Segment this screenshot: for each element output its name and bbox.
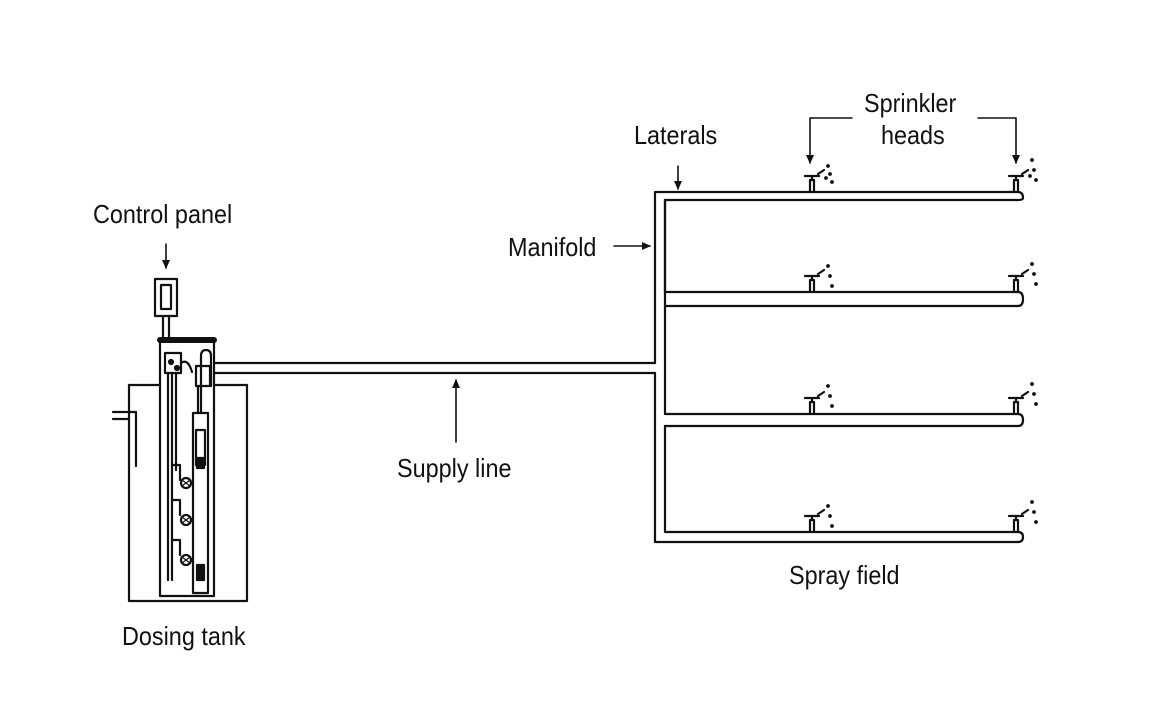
- sprinkler-head-icon: [1007, 262, 1038, 294]
- sprinkler-heads-label-line2: heads: [881, 120, 945, 150]
- dosing-tank: [111, 383, 249, 603]
- sprinkler-head-icon: [1007, 158, 1038, 194]
- sprinkler-head-icon: [803, 504, 834, 534]
- sprinkler-head-icon: [1007, 382, 1038, 416]
- sprinkler-arrow-left: [806, 117, 853, 164]
- sprinkler-head-icon: [1007, 500, 1038, 534]
- laterals-label: Laterals: [634, 120, 718, 150]
- sprinkler-heads-label-line1: Sprinkler: [864, 88, 957, 118]
- dosing-tank-label: Dosing tank: [122, 621, 246, 651]
- supply-line-label: Supply line: [397, 453, 512, 483]
- manifold-label: Manifold: [508, 232, 597, 262]
- sprinkler-head-icon: [803, 264, 834, 294]
- pump-icon: [195, 563, 206, 582]
- float-switch-icon: [179, 513, 193, 527]
- inlet-pipe: [111, 410, 138, 468]
- float-switch-icon: [179, 476, 193, 490]
- control-panel-label: Control panel: [93, 199, 233, 229]
- sprinkler-head-icon: [803, 384, 834, 416]
- riser: [153, 277, 217, 598]
- spray-field-label: Spray field: [789, 560, 900, 590]
- sprinkler-arrow-right: [977, 117, 1020, 164]
- manifold-and-laterals: [653, 190, 1025, 544]
- sprinkler-head-icon: [803, 164, 834, 194]
- supply-line: [212, 361, 657, 375]
- control-panel-box: [153, 277, 179, 318]
- sprinkler-heads: [803, 158, 1038, 534]
- leader-arrows: [162, 117, 1020, 443]
- float-switch-icon: [179, 553, 193, 567]
